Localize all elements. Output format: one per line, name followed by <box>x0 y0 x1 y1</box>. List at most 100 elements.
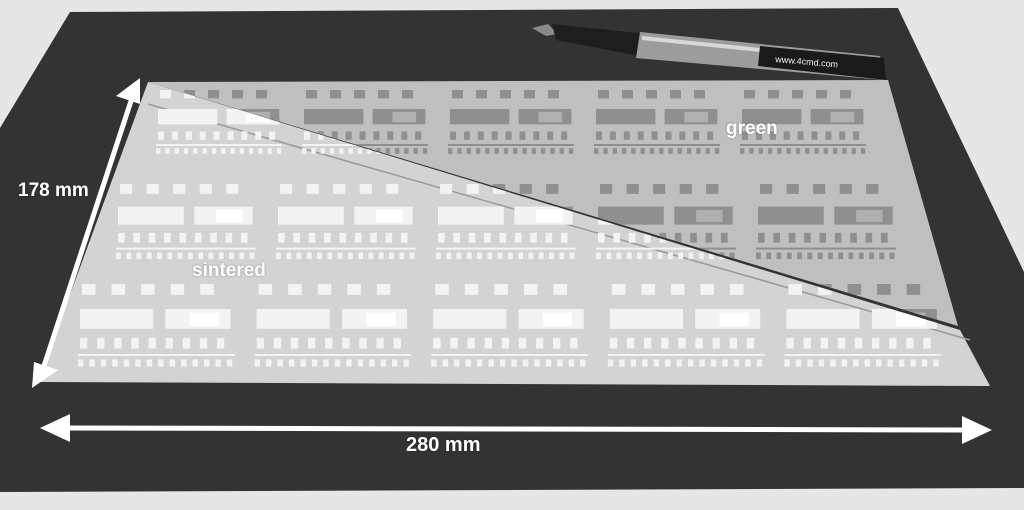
pen: www.4cmd.com <box>532 24 886 80</box>
circuit-pad <box>370 232 377 243</box>
circuit-pad <box>409 252 415 260</box>
circuit-pad <box>359 184 372 194</box>
circuit-pad <box>850 232 857 243</box>
circuit-pad <box>307 337 316 349</box>
circuit-pad <box>192 359 198 367</box>
circuit-pad <box>758 148 763 154</box>
circuit-pad <box>367 148 372 154</box>
circuit-pad <box>329 148 335 154</box>
circuit-pad <box>433 337 441 349</box>
circuit-pad <box>598 232 605 243</box>
circuit-pad <box>619 359 625 367</box>
circuit-pad <box>258 284 273 295</box>
circuit-pad <box>933 359 939 367</box>
circuit-pad <box>609 309 683 329</box>
circuit-pad <box>346 359 352 367</box>
circuit-pad <box>226 184 239 194</box>
circuit-pad <box>438 206 504 225</box>
circuit-pad <box>464 284 479 295</box>
circuit-pad <box>641 284 655 295</box>
circuit-pad <box>668 148 673 154</box>
circuit-pad <box>722 359 728 367</box>
circuit-pad <box>404 148 409 154</box>
circuit-pad <box>560 232 568 243</box>
circuit-pad <box>202 148 207 154</box>
circuit-pad <box>433 309 507 329</box>
circuit-pad <box>887 359 893 367</box>
circuit-pad <box>866 184 879 194</box>
circuit-pad <box>817 284 832 295</box>
circuit-pad <box>637 252 642 260</box>
width-arrow <box>40 414 992 444</box>
circuit-pad <box>463 131 470 140</box>
circuit-pad <box>334 359 341 367</box>
circuit-pad <box>199 184 212 194</box>
circuit-pad <box>906 284 921 295</box>
circuit-pad <box>786 309 860 329</box>
circuit-pad <box>832 148 838 154</box>
circuit-pad <box>768 90 779 99</box>
circuit-pad <box>327 252 333 260</box>
circuit-pad <box>165 337 173 349</box>
circuit-pad <box>357 359 364 367</box>
circuit-pad <box>719 312 749 327</box>
circuit-pad <box>454 359 460 367</box>
circuit-pad <box>475 148 481 154</box>
circuit-pad <box>623 131 630 140</box>
circuit-pad <box>651 131 658 140</box>
circuit-pad <box>431 359 437 367</box>
circuit-pad <box>254 354 412 356</box>
circuit-pad <box>830 359 836 367</box>
circuit-pad <box>910 359 916 367</box>
circuit-pad <box>304 109 364 125</box>
circuit-pad <box>146 359 153 367</box>
circuit-pad <box>167 252 173 260</box>
circuit-pad <box>368 252 374 260</box>
circuit-pad <box>740 148 745 154</box>
circuit-pad <box>302 148 307 154</box>
circuit-pad <box>208 90 219 99</box>
circuit-pad <box>906 337 914 349</box>
circuit-pad <box>679 184 692 194</box>
circuit-pad <box>745 359 751 367</box>
circuit-pad <box>813 184 826 194</box>
circuit-pad <box>300 359 306 367</box>
circuit-pad <box>476 90 487 99</box>
circuit-pad <box>324 232 331 243</box>
circuit-pad <box>256 337 264 349</box>
circuit-pad <box>216 337 225 349</box>
circuit-pad <box>82 284 96 295</box>
circuit-pad <box>225 232 233 243</box>
circuit-pad <box>797 131 804 140</box>
circuit-pad <box>545 232 553 243</box>
circuit-pad <box>698 252 704 260</box>
circuit-pad <box>524 90 535 99</box>
circuit-pad <box>269 131 276 140</box>
circuit-pad <box>783 131 790 140</box>
circuit-pad <box>786 184 799 194</box>
circuit-pad <box>839 131 846 140</box>
circuit-pad <box>823 148 829 154</box>
circuit-pad <box>825 131 832 140</box>
circuit-pad <box>535 337 544 349</box>
circuit-pad <box>239 148 245 154</box>
circuit-pad <box>842 148 847 154</box>
circuit-pad <box>203 359 210 367</box>
circuit-pad <box>342 337 350 349</box>
circuit-pad <box>690 232 697 243</box>
circuit-pad <box>507 252 513 260</box>
circuit-pad <box>239 252 245 260</box>
circuit-pad <box>730 284 744 295</box>
circuit-pad <box>760 184 773 194</box>
circuit-pad <box>112 359 118 367</box>
circuit-pad <box>637 131 644 140</box>
circuit-pad <box>531 148 537 154</box>
circuit-pad <box>858 252 864 260</box>
circuit-pad <box>869 252 874 260</box>
circuit-pad <box>837 337 846 349</box>
circuit-pad <box>373 131 380 140</box>
circuit-pad <box>199 131 206 140</box>
circuit-pad <box>611 284 626 295</box>
circuit-pad <box>386 184 399 194</box>
circuit-pad <box>218 252 224 260</box>
